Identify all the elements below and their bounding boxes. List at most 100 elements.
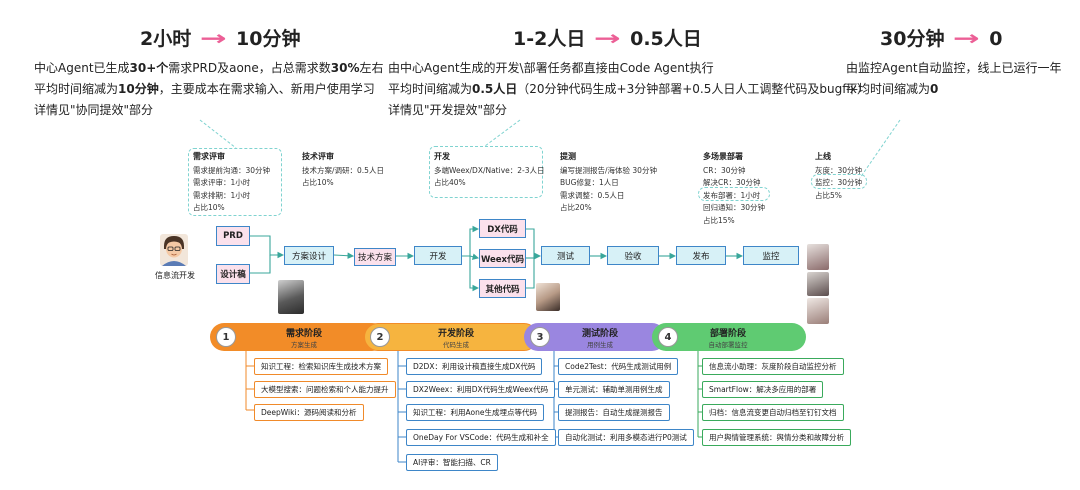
develop-box[interactable]: 开发 [414, 246, 462, 265]
callout-line: 技术方案/调研：0.5人日 [302, 165, 384, 175]
pointer-3 [859, 119, 901, 179]
preview-photo-3 [807, 244, 829, 270]
phase-2-item[interactable]: DX2Weex：利用DX代码生成Weex代码 [406, 381, 556, 398]
phase-2-item[interactable]: AI评审：智能扫描、CR [406, 454, 498, 471]
callout-line: 占比10% [193, 203, 225, 212]
callout-req-box [188, 148, 282, 216]
callout-line: 需求排期：1小时 [193, 190, 251, 200]
phase-2-item[interactable]: 知识工程：利用Aone生成埋点等代码 [406, 404, 544, 421]
phase-3-subtitle: 用例生成 [587, 341, 613, 349]
callout-title: 开发 [434, 152, 450, 161]
phase-2-subtitle: 代码生成 [443, 341, 469, 349]
monitor-box[interactable]: 监控 [743, 246, 799, 265]
desc2-text: （20分钟代码生成+3分钟部署+0.5人日人工调整代码及bugfix） [517, 82, 869, 96]
description-1: 中心Agent已生成30+个需求PRD及aone，占总需求数30%左右 平均时间… [34, 58, 384, 121]
phase-1-item[interactable]: 知识工程：检索知识库生成技术方案 [254, 358, 388, 375]
phase-2-number: 2 [370, 327, 390, 347]
header-3: 30分钟 → 0 [880, 24, 1002, 51]
phase-1-bar [210, 323, 386, 351]
phase-1-item[interactable]: 大模型搜索：问题检索和个人能力提升 [254, 381, 396, 398]
desc2-text: 由中心Agent生成的开发\部署任务都直接由Code Agent执行 [388, 61, 714, 75]
callout-line: 占比15% [703, 215, 735, 225]
dx-code-box[interactable]: DX代码 [479, 219, 526, 238]
callout-deploy: 多场景部署 CR：30分钟 解决CR：30分钟 发布部署：1小时 回归通知：30… [703, 151, 765, 227]
phase-3-title: 测试阶段 [581, 329, 618, 339]
callout-req: 需求评审 需求提前沟通：30分钟 需求评审：1小时 需求排期：1小时 占比10% [193, 151, 270, 215]
desc1-highlight: 30+个 [129, 61, 169, 75]
tech-plan-box[interactable]: 技术方案 [354, 248, 396, 266]
phase-2-item[interactable]: D2DX：利用设计稿直接生成DX代码 [406, 358, 543, 375]
phase-4-title: 部署阶段 [709, 329, 746, 339]
desc1-text: 平均时间缩减为 [34, 82, 119, 96]
preview-photo-1 [278, 280, 304, 314]
accept-box[interactable]: 验收 [607, 246, 659, 265]
callout-title: 需求评审 [193, 152, 225, 161]
callout-tech: 技术评审 技术方案/调研：0.5人日 占比10% [302, 151, 384, 190]
phase-4-item[interactable]: 归档：信息流变更自动归档至钉钉文档 [702, 404, 844, 421]
desc2-highlight: 0.5人日 [472, 82, 518, 96]
phase-4-subtitle: 自动部署监控 [708, 341, 748, 349]
header-1-from: 2小时 [140, 28, 192, 50]
right-arrow-icon: → [200, 26, 228, 50]
callout-title: 上线 [815, 152, 831, 161]
phase-2-title: 开发阶段 [437, 329, 474, 339]
callout-line: 灰度：30分钟 [815, 165, 863, 175]
phase-2-item[interactable]: OneDay For VSCode：代码生成和补全 [406, 429, 556, 446]
phase-4-item[interactable]: 信息流小助理：灰度阶段自动监控分析 [702, 358, 844, 375]
phase-3-number: 3 [530, 327, 550, 347]
callout-line: 占比10% [302, 178, 334, 187]
phase-3-item[interactable]: Code2Test：代码生成测试用例 [558, 358, 679, 375]
developer-avatar-icon [160, 234, 188, 266]
desc1-text: ，主要成本在需求输入、新用户使用学习 [158, 82, 375, 96]
phase-4-number: 4 [658, 327, 678, 347]
right-arrow-icon: → [953, 26, 981, 50]
callout-line: 解决CR：30分钟 [703, 178, 761, 187]
phase-3-item[interactable]: 单元测试：辅助单测用例生成 [558, 381, 670, 398]
desc1-text: 左右 [359, 61, 384, 75]
release-box[interactable]: 发布 [676, 246, 726, 265]
phase-2-bar [364, 323, 538, 351]
description-2: 由中心Agent生成的开发\部署任务都直接由Code Agent执行 平均时间缩… [388, 58, 869, 121]
phase-1-item[interactable]: DeepWiki：源码阅读和分析 [254, 404, 364, 421]
header-3-to: 0 [989, 28, 1003, 50]
preview-photo-2 [536, 283, 560, 311]
desc1-text: 中心Agent已生成 [34, 61, 130, 75]
solution-design-box[interactable]: 方案设计 [284, 246, 334, 265]
callout-line: 监控：30分钟 [815, 178, 863, 187]
callout-line: 发布部署：1小时 [703, 190, 761, 200]
phase-3-item[interactable]: 自动化测试：利用多模态进行P0测试 [558, 429, 694, 446]
phase-1-title: 需求阶段 [285, 329, 322, 339]
callout-title: 提测 [560, 152, 576, 161]
callout-line: 需求提前沟通：30分钟 [193, 165, 271, 175]
weex-code-box[interactable]: Weex代码 [479, 249, 526, 268]
phase-4-item[interactable]: 用户舆情管理系统：舆情分类和故障分析 [702, 429, 851, 446]
callout-line: 编写提测报告/海体验 30分钟 [560, 165, 657, 175]
phase-3-item[interactable]: 提测报告：自动生成提测报告 [558, 404, 670, 421]
callout-title: 多场景部署 [703, 152, 743, 161]
callout-line: BUG修复：1人日 [560, 178, 619, 187]
desc3-text: 由监控Agent自动监控，线上已运行一年 [846, 61, 1062, 75]
prd-box[interactable]: PRD [216, 226, 250, 246]
desc1-highlight: 30% [330, 61, 360, 75]
right-arrow-icon: → [594, 26, 622, 50]
desc1-text: 需求PRD及aone，占总需求数 [168, 61, 331, 75]
header-1-to: 10分钟 [236, 28, 301, 50]
test-box[interactable]: 测试 [541, 246, 590, 265]
callout-line: 占比40% [434, 178, 466, 187]
callout-dev: 开发 多端Weex/DX/Native：2-3人日 占比40% [434, 151, 545, 190]
callout-test: 提测 编写提测报告/海体验 30分钟 BUG修复：1人日 需求调整：0.5人日 … [560, 151, 657, 215]
header-3-from: 30分钟 [880, 28, 945, 50]
desc2-text: 平均时间缩减为 [388, 82, 473, 96]
callout-line: 回归通知：30分钟 [703, 203, 766, 212]
phase-4-item[interactable]: SmartFlow：解决多应用的部署 [702, 381, 824, 398]
other-code-box[interactable]: 其他代码 [479, 279, 526, 298]
description-3: 由监控Agent自动监控，线上已运行一年 平均时间缩减为0 [846, 58, 1062, 100]
phase-1-number: 1 [216, 327, 236, 347]
callout-line: 需求评审：1小时 [193, 178, 251, 187]
callout-title: 技术评审 [302, 152, 334, 161]
design-box[interactable]: 设计稿 [216, 264, 250, 284]
callout-deploy-highlight [698, 187, 770, 201]
desc3-text: 平均时间缩减为 [846, 82, 931, 96]
